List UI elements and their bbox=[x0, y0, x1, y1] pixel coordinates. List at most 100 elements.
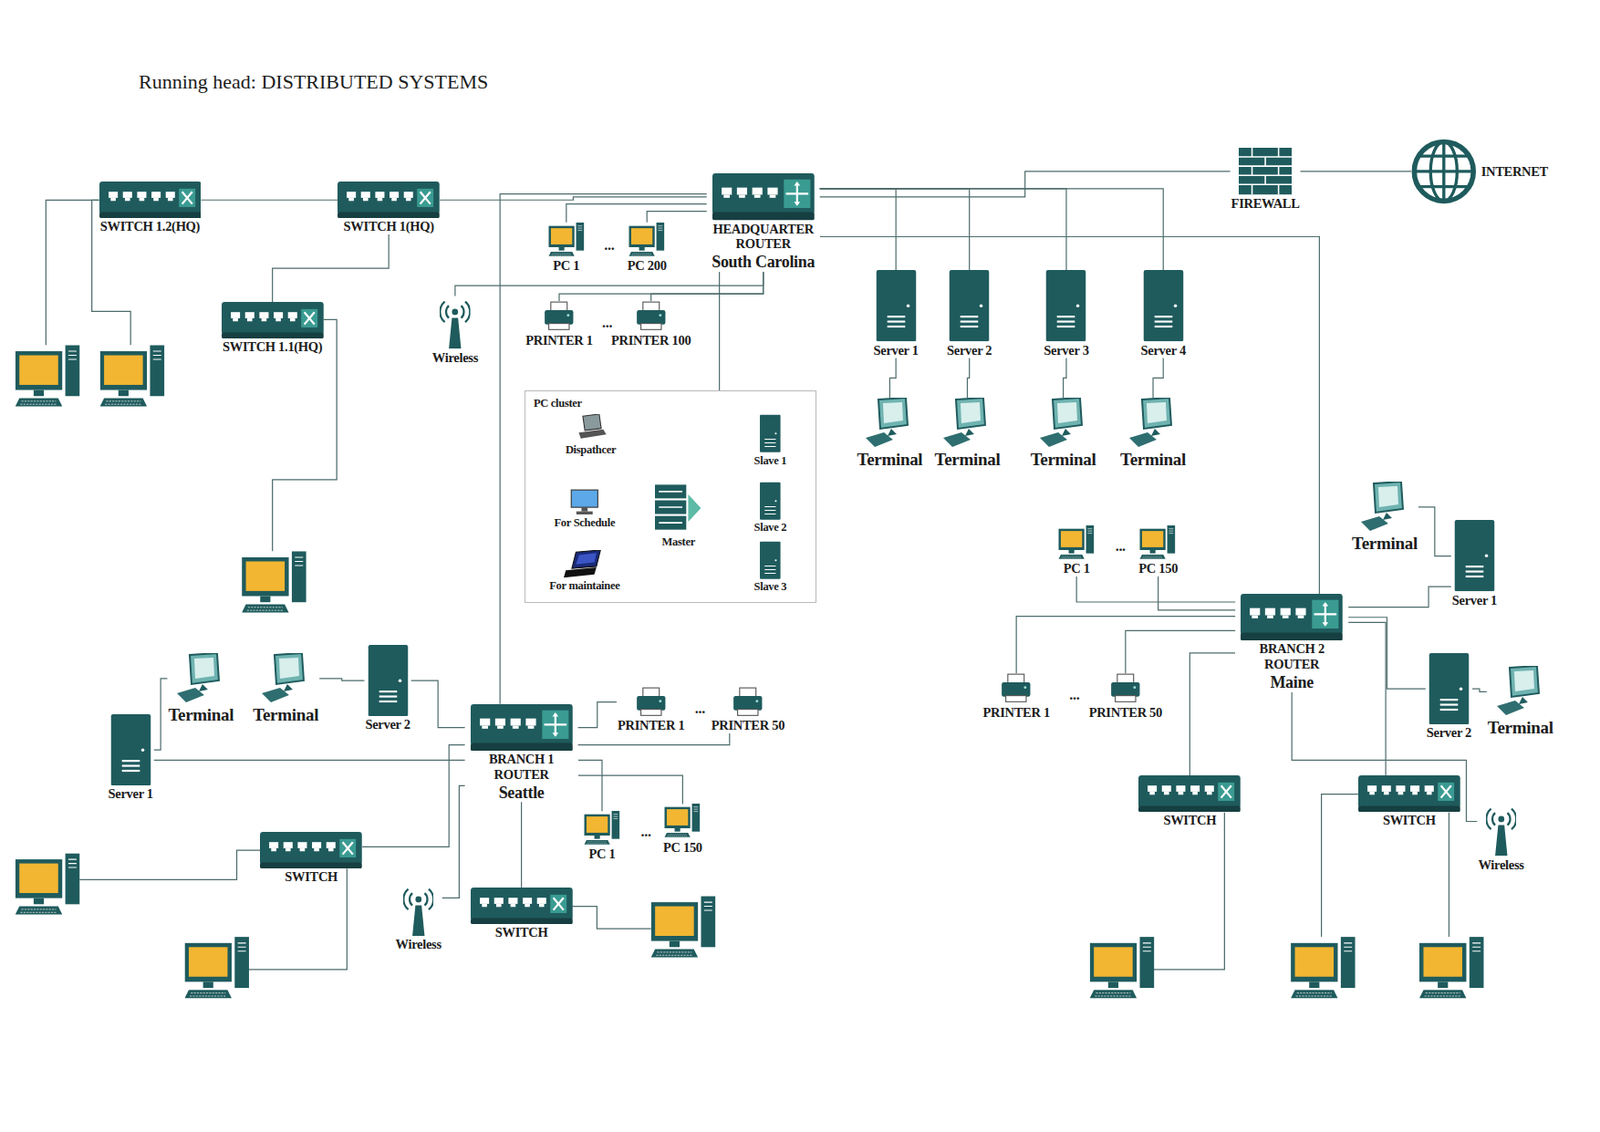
device-label: Slave 3 bbox=[753, 580, 789, 593]
device-label: SWITCH 1(HQ) bbox=[342, 218, 436, 235]
device-icon bbox=[176, 653, 219, 703]
device-icon bbox=[635, 301, 667, 333]
wireless-ap: Wireless bbox=[1476, 802, 1525, 873]
server-device: Server 4 bbox=[1140, 270, 1187, 358]
running-head: Running head: DISTRIBUTED SYSTEMS bbox=[137, 70, 489, 94]
server-device: Server 1 bbox=[872, 270, 920, 358]
device-icon bbox=[1138, 775, 1241, 812]
device-icon bbox=[863, 397, 915, 449]
network-link bbox=[578, 733, 730, 746]
device-icon bbox=[569, 488, 601, 516]
device-icon bbox=[543, 301, 575, 333]
device-icon bbox=[1454, 519, 1496, 592]
device-icon bbox=[175, 653, 227, 705]
device-icon bbox=[712, 173, 815, 220]
device-icon bbox=[1059, 525, 1095, 560]
device-label: Maine bbox=[1268, 673, 1315, 693]
lan-wire bbox=[45, 199, 99, 345]
device-icon bbox=[1485, 809, 1517, 856]
printer-device: PRINTER 1 bbox=[981, 673, 1050, 720]
slave-node: Slave 3 bbox=[753, 540, 789, 594]
network-link bbox=[200, 199, 338, 201]
network-link bbox=[889, 357, 896, 398]
lan-wire bbox=[1448, 812, 1450, 937]
lan-wire bbox=[1153, 812, 1225, 970]
device-label: Wireless bbox=[431, 350, 479, 366]
device-icon bbox=[1240, 593, 1343, 641]
lan-wire bbox=[1321, 794, 1359, 938]
terminal-device: Terminal bbox=[1119, 397, 1187, 470]
device-icon bbox=[1427, 653, 1471, 725]
device-icon bbox=[1142, 270, 1184, 342]
network-link bbox=[578, 702, 617, 728]
device-icon bbox=[1127, 397, 1179, 449]
device-icon bbox=[1046, 270, 1087, 342]
device-label: SWITCH bbox=[1162, 812, 1217, 829]
device-icon bbox=[403, 888, 434, 936]
device-label: Wireless bbox=[1476, 857, 1525, 873]
device-icon bbox=[1000, 673, 1032, 705]
desktop-pc bbox=[1419, 936, 1484, 998]
switch-device: SWITCH bbox=[1358, 775, 1461, 829]
lan-wires bbox=[45, 199, 1449, 969]
device-icon bbox=[1139, 525, 1176, 561]
switch-device: SWITCH bbox=[470, 887, 573, 941]
device-icon bbox=[571, 489, 598, 515]
device-label: Master bbox=[661, 535, 697, 549]
device-label: Slave 2 bbox=[753, 520, 789, 534]
device-icon bbox=[470, 704, 573, 751]
device-label: PRINTER 1 bbox=[524, 332, 593, 349]
device-icon bbox=[1240, 593, 1343, 641]
device-icon bbox=[732, 686, 764, 718]
pc-device: PC 200 bbox=[626, 222, 668, 274]
device-icon bbox=[563, 550, 605, 579]
printer-device: PRINTER 1 bbox=[524, 301, 593, 348]
network-link bbox=[1158, 576, 1237, 611]
device-icon bbox=[367, 644, 408, 717]
device-icon bbox=[664, 803, 701, 839]
network-link bbox=[411, 680, 466, 728]
device-icon bbox=[759, 540, 781, 579]
device-label: Terminal bbox=[166, 705, 235, 726]
device-icon bbox=[544, 301, 573, 330]
schedule-monitor: For Schedule bbox=[553, 488, 617, 530]
device-icon bbox=[1001, 674, 1030, 702]
network-link bbox=[820, 237, 1320, 595]
device-label: SWITCH 1.2(HQ) bbox=[99, 218, 201, 235]
device-label: Server 4 bbox=[1140, 342, 1187, 359]
terminal-device: Terminal bbox=[251, 653, 320, 726]
device-label: Terminal bbox=[1486, 717, 1555, 738]
terminal-device: Terminal bbox=[166, 653, 235, 726]
device-label: SWITCH bbox=[283, 869, 339, 885]
printer-device: PRINTER 50 bbox=[1088, 673, 1164, 720]
device-icon bbox=[874, 270, 918, 342]
device-icon bbox=[1044, 270, 1088, 342]
device-label: PC 150 bbox=[662, 840, 704, 856]
device-icon bbox=[1038, 397, 1090, 449]
network-link bbox=[1153, 357, 1164, 398]
device-icon bbox=[548, 222, 585, 258]
device-label: FIREWALL bbox=[1230, 196, 1301, 212]
ellipsis-mark: ... bbox=[1114, 538, 1127, 555]
desktop-pc bbox=[15, 852, 80, 915]
device-icon bbox=[1039, 397, 1082, 447]
device-label: South Carolina bbox=[710, 252, 816, 272]
device-icon bbox=[636, 687, 665, 716]
device-icon bbox=[1110, 673, 1142, 705]
network-link bbox=[520, 801, 522, 888]
desktop-pc bbox=[15, 344, 80, 406]
device-icon bbox=[1238, 147, 1292, 195]
device-icon bbox=[259, 653, 312, 705]
wireless-ap: Wireless bbox=[431, 295, 479, 365]
device-icon bbox=[583, 810, 621, 846]
ellipsis-mark: ... bbox=[694, 700, 707, 717]
lan-wire bbox=[572, 906, 652, 930]
device-label: Server 1 bbox=[1451, 592, 1498, 609]
device-icon bbox=[439, 301, 470, 349]
device-icon bbox=[574, 414, 608, 443]
device-label: For maintainee bbox=[548, 579, 621, 593]
terminal-device: Terminal bbox=[1029, 397, 1098, 470]
network-link bbox=[820, 171, 1231, 198]
device-icon bbox=[221, 301, 324, 339]
